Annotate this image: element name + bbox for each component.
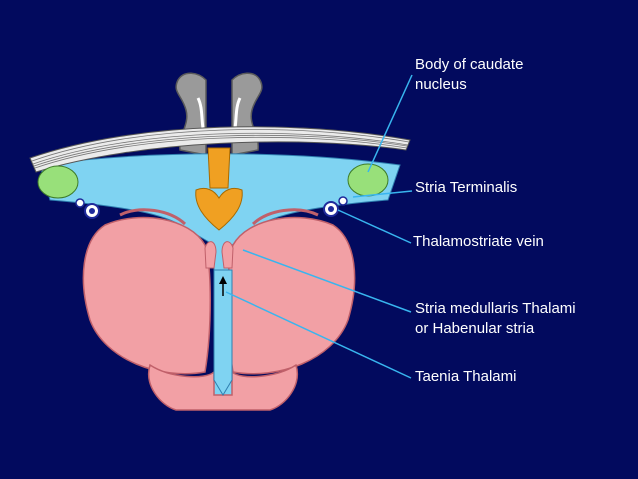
label-stria-terminalis: Stria Terminalis xyxy=(415,179,518,196)
leader-taenia xyxy=(225,291,412,379)
septum-pellucidum xyxy=(207,147,231,189)
caudate-nucleus-left xyxy=(37,165,79,199)
thalamostriate-vein-right xyxy=(323,196,348,217)
habenular-right xyxy=(221,241,234,269)
label-caudate-line2: nucleus xyxy=(415,76,467,93)
label-stria-medullaris: Stria medullaris Thalami or Habenular st… xyxy=(415,299,576,339)
caudate-nucleus-right xyxy=(347,163,389,197)
arrow-up-icon xyxy=(219,276,227,296)
leader-medullaris xyxy=(242,249,412,313)
label-medullaris-line1: Stria medullaris Thalami xyxy=(415,300,576,317)
thalamus-right xyxy=(227,216,356,375)
label-thalamostriate-vein: Thalamostriate vein xyxy=(413,233,544,250)
corpus-callosum xyxy=(29,126,411,173)
leader-vein xyxy=(337,209,412,244)
brainstem xyxy=(147,363,299,411)
third-ventricle xyxy=(213,269,233,396)
thalamostriate-vein-left xyxy=(75,198,100,219)
habenular-left xyxy=(204,241,217,269)
fornix xyxy=(195,187,243,231)
label-medullaris-line2: or Habenular stria xyxy=(415,320,535,337)
leader-terminalis xyxy=(352,190,413,198)
leader-caudate xyxy=(367,74,413,173)
thalamus-left xyxy=(82,216,211,375)
label-taenia-thalami: Taenia Thalami xyxy=(415,368,517,385)
leader-lines xyxy=(225,74,413,379)
label-body-of-caudate-nucleus: Body of caudate nucleus xyxy=(415,55,523,95)
label-caudate-line1: Body of caudate xyxy=(415,56,524,73)
